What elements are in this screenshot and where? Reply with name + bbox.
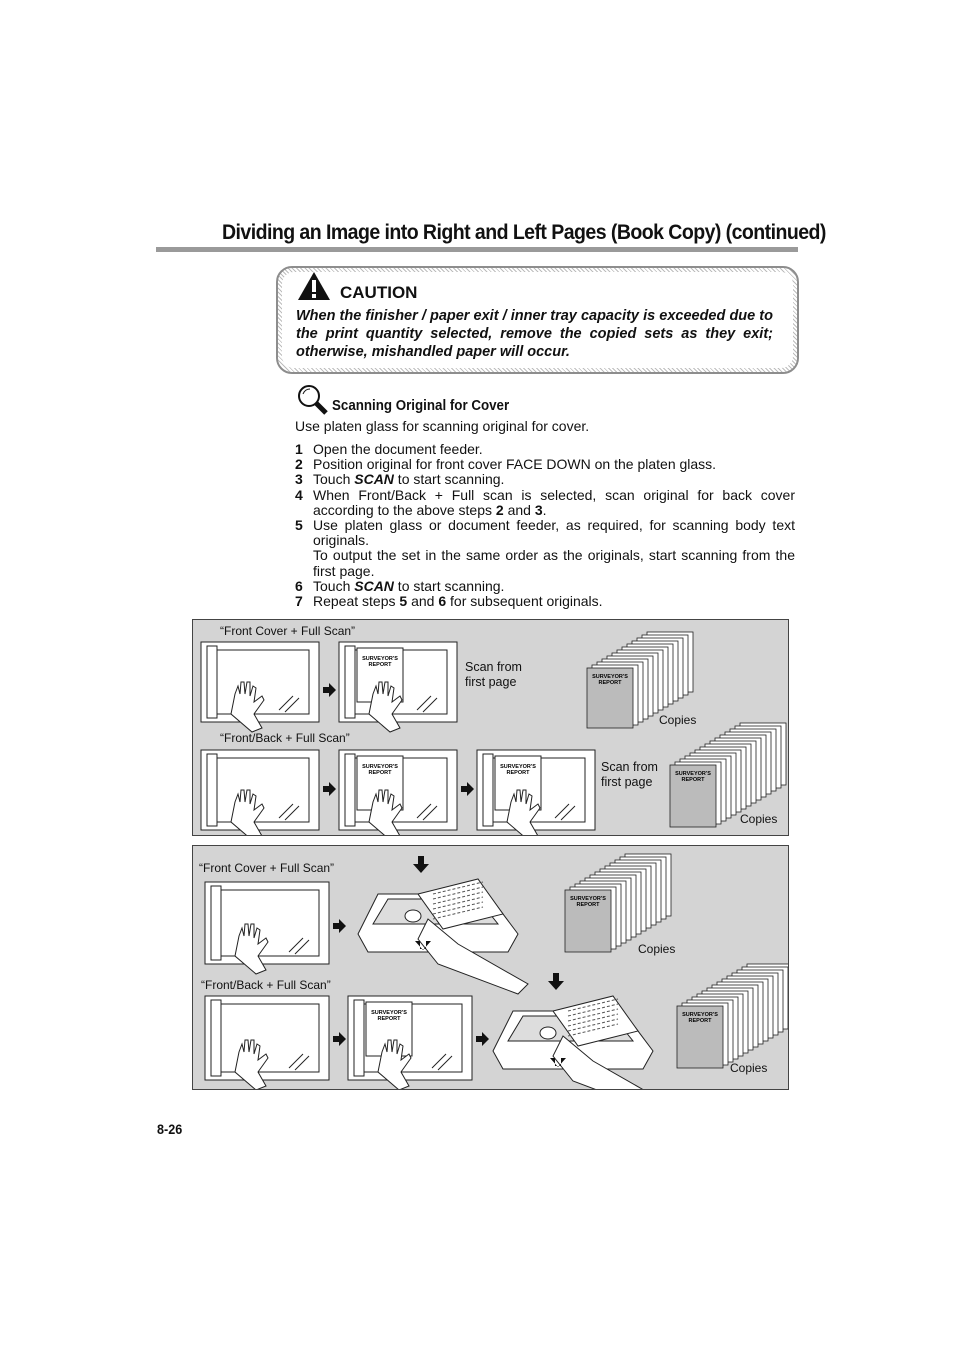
copies-label-2: Copies — [740, 812, 778, 826]
svg-text:REPORT: REPORT — [369, 770, 393, 776]
arrow-icon — [333, 919, 346, 933]
step-text: Touch SCAN to start scanning. — [313, 471, 505, 488]
arrow-icon — [323, 782, 336, 796]
svg-text:REPORT: REPORT — [689, 1018, 713, 1024]
step-number: 7 — [295, 593, 303, 610]
step-4: 4 When Front/Back + Full scan is selecte… — [295, 486, 795, 518]
document-feeder-1 — [357, 856, 529, 995]
step-number: 1 — [295, 441, 303, 457]
copies-label-3: Copies — [638, 942, 676, 956]
step-text: When Front/Back + Full scan is selected,… — [313, 486, 795, 518]
svg-text:SURVEYOR'S: SURVEYOR'S — [675, 771, 711, 777]
step-text: Touch SCAN to start scanning. — [313, 577, 505, 594]
scan-key: SCAN — [354, 471, 394, 488]
step-2: 2 Position original for front cover FACE… — [295, 457, 795, 472]
step-5: 5 Use platen glass or document feeder, a… — [295, 517, 795, 579]
svg-text:SURVEYOR'S: SURVEYOR'S — [371, 1010, 407, 1016]
document-feeder-2 — [492, 973, 654, 1089]
copier-step-4a — [204, 995, 330, 1089]
svg-text:REPORT: REPORT — [577, 902, 601, 908]
svg-text:SURVEYOR'S: SURVEYOR'S — [500, 764, 536, 770]
step-number: 2 — [295, 456, 303, 473]
magnifier-icon — [298, 385, 328, 415]
copier-step-1a — [200, 641, 320, 733]
note-heading: Scanning Original for Cover — [332, 398, 510, 414]
platen-illustration: SURVEYOR'SREPORTSURVEYOR'SREPORTSURVEYOR… — [200, 631, 787, 835]
svg-text:SURVEYOR'S: SURVEYOR'S — [570, 896, 606, 902]
copies-label-4: Copies — [730, 1061, 768, 1075]
copies-label-1: Copies — [659, 713, 697, 727]
step-6: 6 Touch SCAN to start scanning. — [295, 577, 795, 594]
step-number: 3 — [295, 471, 303, 488]
svg-text:REPORT: REPORT — [369, 662, 393, 668]
svg-text:SURVEYOR'S: SURVEYOR'S — [682, 1012, 718, 1018]
step-number: 6 — [295, 577, 303, 594]
page-number: 8-26 — [157, 1121, 183, 1137]
step-number: 4 — [295, 486, 303, 503]
label-front-cover-full-scan: “Front Cover + Full Scan” — [220, 624, 356, 638]
step-text: Repeat steps 5 and 6 for subsequent orig… — [313, 593, 603, 610]
title-rule — [156, 247, 798, 252]
steps-list: 1 Open the document feeder. 2 Position o… — [295, 441, 795, 610]
feeder-illustration: SURVEYOR'SREPORTSURVEYOR'SREPORTSURVEYOR… — [204, 853, 788, 1089]
copier-step-2a — [200, 749, 320, 835]
copier-step-3a — [204, 881, 330, 975]
svg-text:REPORT: REPORT — [507, 770, 531, 776]
caution-heading: CAUTION — [340, 283, 418, 302]
step-number: 5 — [295, 517, 303, 534]
svg-text:REPORT: REPORT — [682, 777, 706, 783]
arrow-icon — [461, 782, 474, 796]
step-text: Open the document feeder. — [313, 441, 483, 457]
step-text: Use platen glass or document feeder, as … — [313, 517, 795, 579]
label-front-back-full-scan: “Front/Back + Full Scan” — [201, 978, 331, 992]
scan-key: SCAN — [354, 577, 394, 594]
arrow-icon — [323, 683, 336, 697]
step-3: 3 Touch SCAN to start scanning. — [295, 472, 795, 487]
svg-text:REPORT: REPORT — [378, 1016, 402, 1022]
svg-text:REPORT: REPORT — [599, 680, 623, 686]
caution-text: When the finisher / paper exit / inner t… — [296, 308, 773, 360]
step-text: Position original for front cover FACE D… — [313, 456, 717, 473]
step-7: 7 Repeat steps 5 and 6 for subsequent or… — [295, 593, 795, 610]
label-front-back-full-scan: “Front/Back + Full Scan” — [220, 731, 350, 745]
arrow-icon — [476, 1032, 489, 1046]
note-text: Use platen glass for scanning original f… — [295, 418, 590, 434]
svg-text:SURVEYOR'S: SURVEYOR'S — [592, 674, 628, 680]
page-title: Dividing an Image into Right and Left Pa… — [222, 221, 826, 244]
label-front-cover-full-scan: “Front Cover + Full Scan” — [199, 861, 335, 875]
arrow-icon — [333, 1032, 346, 1046]
svg-text:SURVEYOR'S: SURVEYOR'S — [362, 764, 398, 770]
svg-text:SURVEYOR'S: SURVEYOR'S — [362, 656, 398, 662]
caution-box — [276, 266, 799, 374]
step-1: 1 Open the document feeder. — [295, 441, 795, 457]
warning-icon — [298, 272, 330, 300]
